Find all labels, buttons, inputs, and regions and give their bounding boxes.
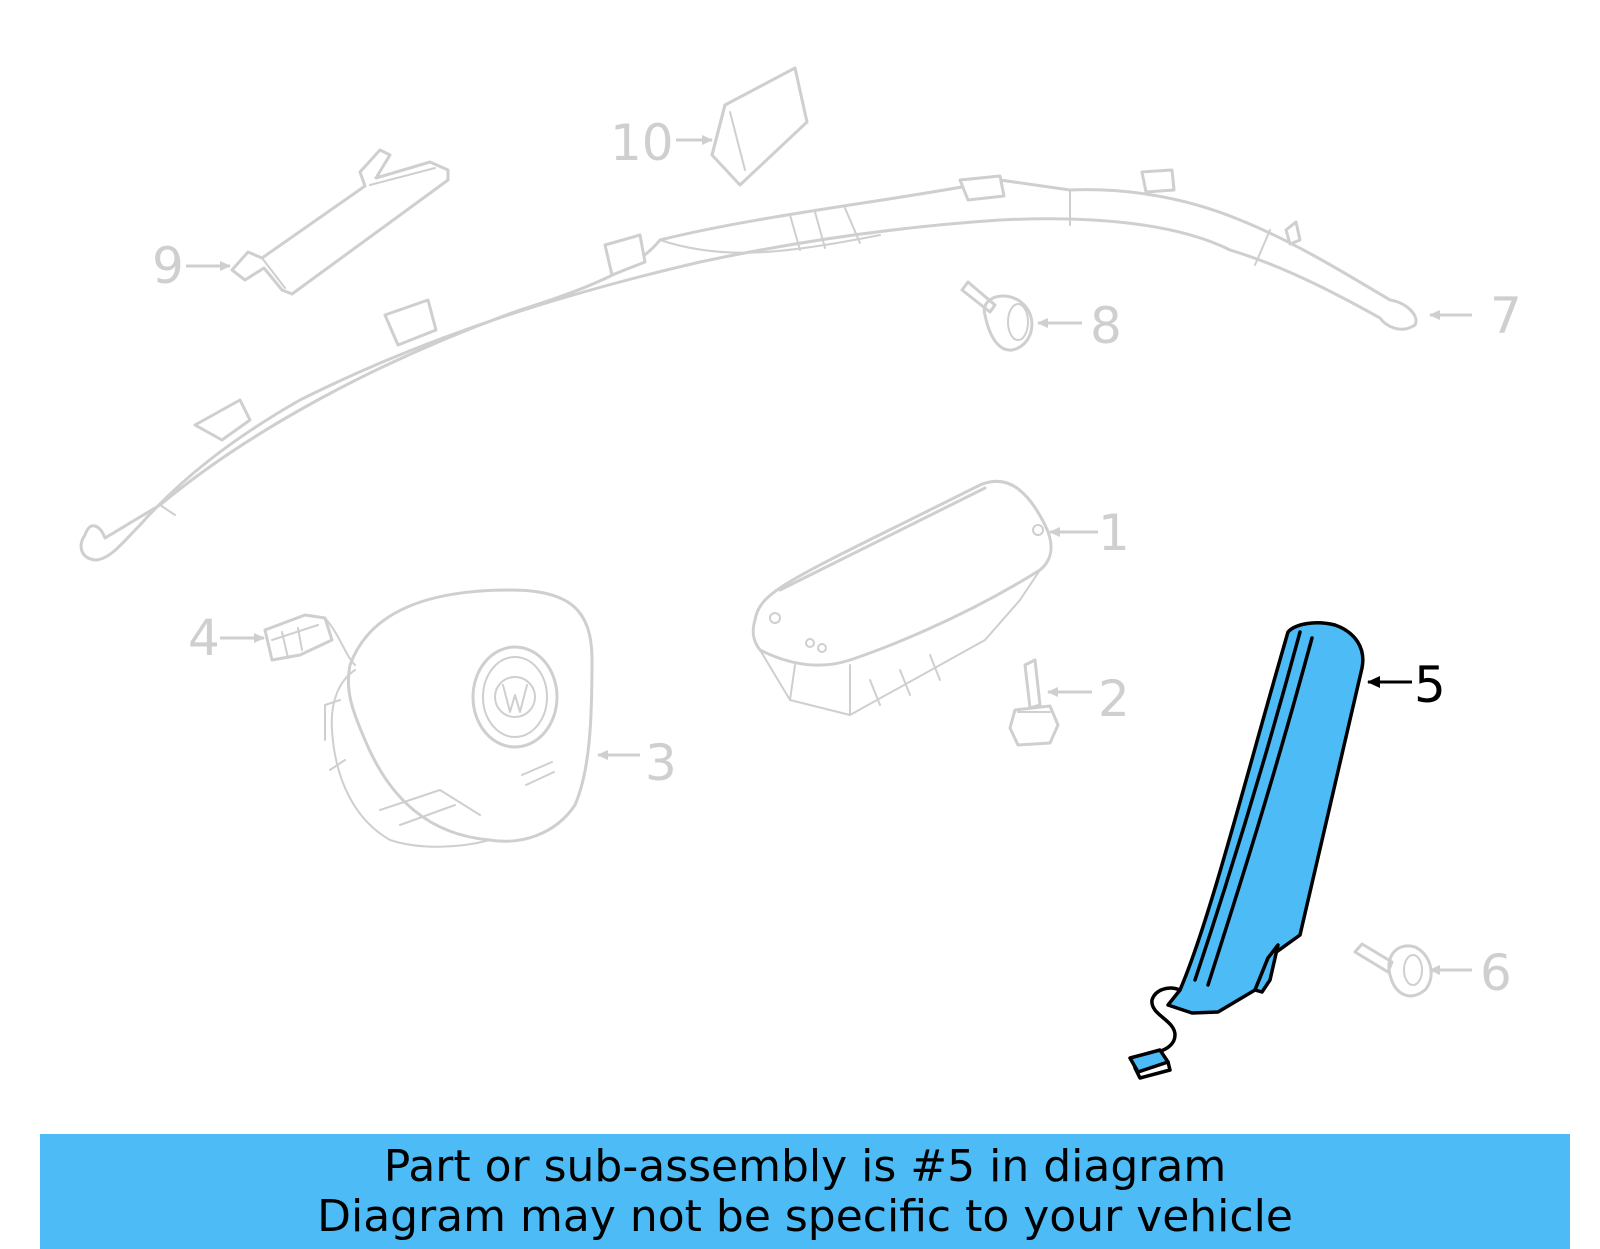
- part-6-clip[interactable]: [1353, 942, 1433, 998]
- callout-10-label: 10: [610, 114, 674, 172]
- callout-4-label: 4: [188, 609, 220, 667]
- curtain-airbag-rail[interactable]: [79, 168, 1418, 562]
- callout-8: 8: [1037, 297, 1122, 355]
- callout-6-label: 6: [1480, 944, 1512, 1002]
- banner-line-2: Diagram may not be specific to your vehi…: [317, 1190, 1293, 1242]
- part-1-passenger-airbag[interactable]: [751, 479, 1053, 716]
- callout-9: 9: [152, 237, 231, 295]
- callout-2-label: 2: [1098, 670, 1130, 728]
- callout-5-label: 5: [1414, 656, 1446, 714]
- part-8-screw[interactable]: [960, 280, 1034, 352]
- banner-line-1: Part or sub-assembly is #5 in diagram: [383, 1140, 1227, 1192]
- callout-3-label: 3: [645, 734, 677, 792]
- callout-6: 6: [1429, 944, 1512, 1002]
- callout-3: 3: [597, 734, 677, 792]
- part-4-connector[interactable]: [263, 613, 356, 666]
- callout-1: 1: [1049, 504, 1130, 562]
- part-2-bolt[interactable]: [1008, 658, 1060, 747]
- callout-8-label: 8: [1090, 297, 1122, 355]
- part-9-bracket[interactable]: [230, 148, 450, 296]
- callout-10: 10: [610, 114, 713, 172]
- info-banner: Part or sub-assembly is #5 in diagram Di…: [40, 1134, 1570, 1249]
- callout-4: 4: [188, 609, 265, 667]
- callout-1-label: 1: [1098, 504, 1130, 562]
- part-3-steering-wheel-airbag[interactable]: [324, 588, 594, 848]
- callout-7: 7: [1429, 287, 1522, 345]
- callout-9-label: 9: [152, 237, 184, 295]
- callout-7-label: 7: [1490, 287, 1522, 345]
- callout-2: 2: [1047, 670, 1130, 728]
- part-5-side-airbag[interactable]: [1128, 621, 1365, 1080]
- callout-5: 5: [1367, 656, 1446, 714]
- part-10-sensor[interactable]: [710, 66, 809, 187]
